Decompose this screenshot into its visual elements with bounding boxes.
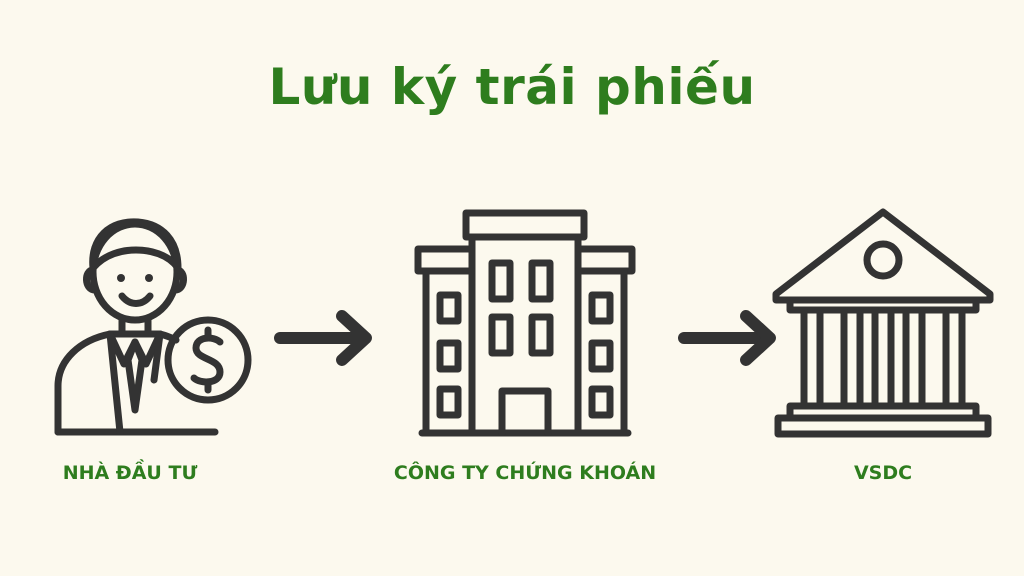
arrow-right-icon: [274, 310, 372, 366]
bank-institution-icon: [772, 208, 994, 438]
arrow-right-icon: [678, 310, 776, 366]
diagram-title: Lưu ký trái phiếu: [268, 58, 756, 116]
node-label-securities-company: CÔNG TY CHỨNG KHOÁN: [393, 462, 657, 484]
office-building-icon: [414, 209, 636, 437]
investor-with-dollar-coin-icon: [54, 218, 252, 436]
node-label-vsdc: VSDC: [853, 462, 913, 484]
node-label-investor: NHÀ ĐẦU TƯ: [62, 462, 198, 484]
